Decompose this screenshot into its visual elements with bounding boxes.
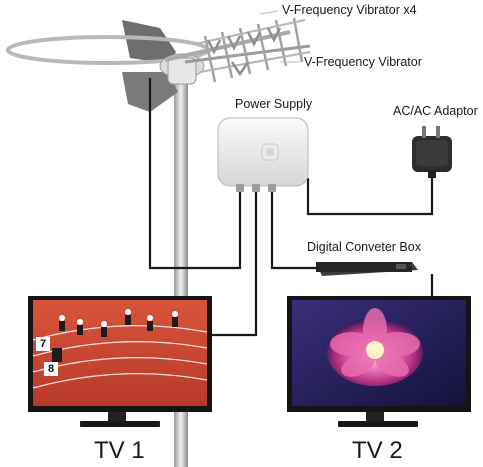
tv2: [287, 296, 471, 427]
tv1-bib-number: 8: [44, 362, 58, 376]
label-vibrator: V-Frequency Vibrator: [304, 55, 422, 69]
cable-power-supply-to-converter: [270, 190, 316, 270]
flower-image: [327, 308, 423, 386]
tv1: [28, 296, 212, 427]
label-adaptor: AC/AC Adaptor: [393, 104, 478, 118]
tv1-bib-number: 7: [36, 337, 50, 351]
label-converter: Digital Conveter Box: [307, 240, 421, 254]
power-supply-box: [217, 117, 309, 192]
label-tv2: TV 2: [352, 437, 403, 464]
antenna: [6, 17, 311, 112]
converter-box: [316, 262, 418, 276]
label-tv1: TV 1: [94, 437, 145, 464]
ac-adaptor: [412, 126, 452, 178]
label-vibrator-x4: V-Frequency Vibrator x4: [282, 3, 417, 17]
label-pointers: [259, 10, 300, 63]
cable-antenna-to-power-supply: [148, 78, 242, 270]
cables: [148, 78, 434, 337]
cable-adaptor-to-power-supply: [306, 176, 434, 216]
label-power-supply: Power Supply: [235, 97, 313, 111]
cable-power-supply-to-tv1: [210, 190, 258, 337]
